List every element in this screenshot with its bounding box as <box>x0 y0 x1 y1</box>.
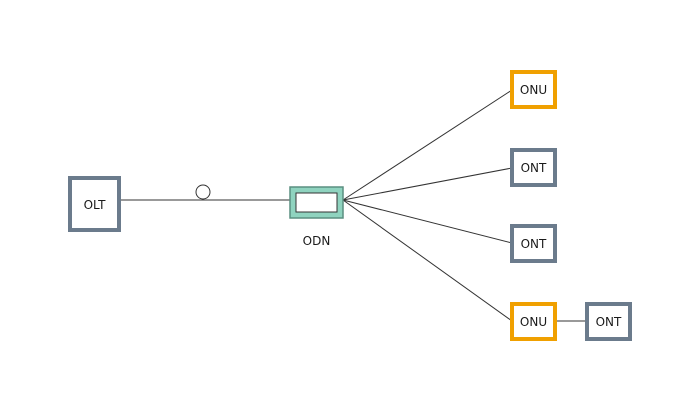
connections <box>120 89 587 322</box>
onu-bottom-label: ONU <box>520 315 547 329</box>
olt-label: OLT <box>84 198 106 212</box>
odn-label: ODN <box>303 234 331 248</box>
ont-1-label: ONT <box>521 161 547 175</box>
olt-node: OLT <box>68 176 121 232</box>
ont-1-node: ONT <box>510 148 557 187</box>
odn-onu-top-link <box>342 89 513 201</box>
fiber-connector-marker <box>195 184 211 200</box>
onu-top-node: ONU <box>510 70 557 109</box>
odn-onu-bottom-link <box>342 199 513 322</box>
odn-ont-2-link <box>342 199 513 244</box>
ont-chained-label: ONT <box>596 315 622 329</box>
onu-bottom-node: ONU <box>510 302 557 341</box>
ont-2-label: ONT <box>521 237 547 251</box>
onu-top-label: ONU <box>520 83 547 97</box>
ont-chained-node: ONT <box>585 302 632 341</box>
odn-ont-1-link <box>342 167 513 201</box>
odn-node: ODN <box>289 186 344 248</box>
ont-2-node: ONT <box>510 224 557 263</box>
